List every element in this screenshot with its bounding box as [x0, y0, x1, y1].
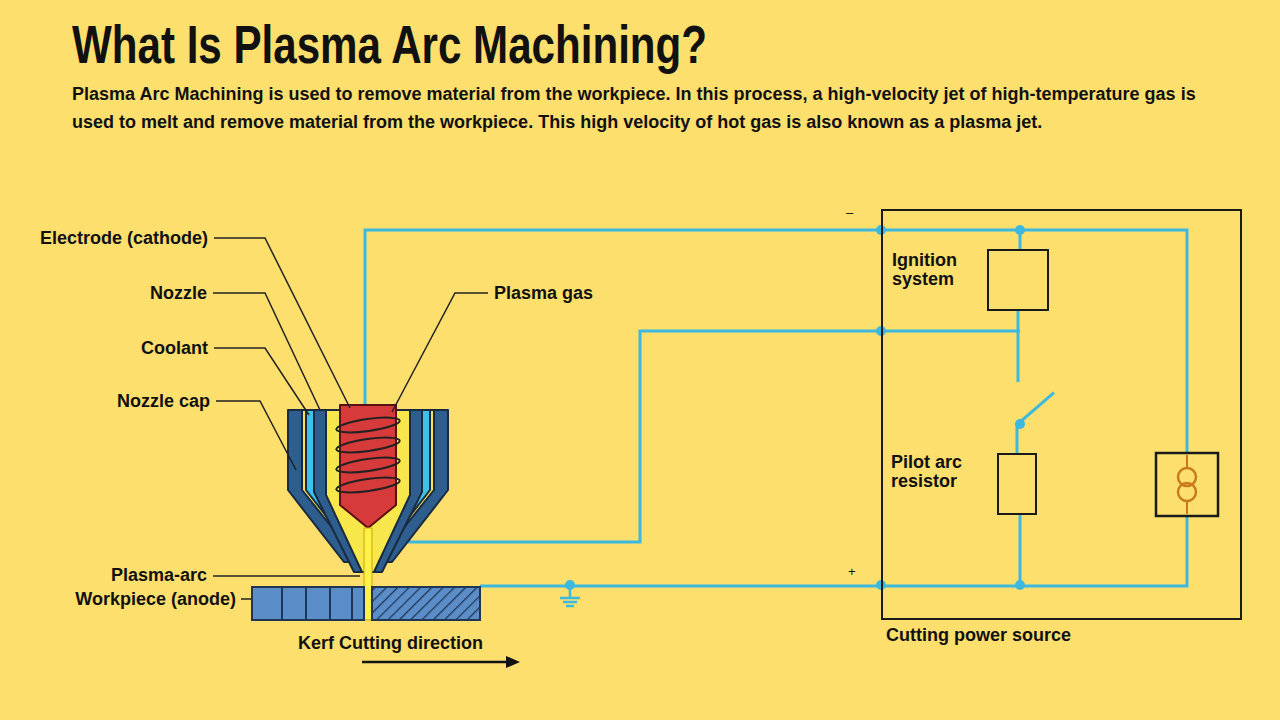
part-label: Nozzle — [150, 283, 207, 304]
direction-arrowhead — [506, 656, 520, 668]
workpiece — [252, 587, 480, 620]
leader-line — [216, 401, 296, 470]
coil-winding — [335, 475, 400, 496]
current-source-lead — [1186, 455, 1188, 468]
switch-wire — [1017, 311, 1054, 453]
component-label: Pilot arc resistor — [891, 453, 987, 491]
part-label: Workpiece (anode) — [75, 589, 236, 610]
workpiece-segment — [329, 587, 331, 620]
workpiece-uncut — [252, 587, 364, 620]
ground-bar — [563, 601, 577, 604]
workpiece-segment — [281, 587, 283, 620]
current-source-box — [1156, 453, 1218, 516]
workpiece-segment — [351, 587, 353, 620]
resistor-return-wire — [1019, 515, 1022, 585]
junction-dot — [1015, 225, 1025, 235]
current-source-lead — [1186, 501, 1188, 514]
junction-dots — [565, 225, 1025, 590]
coil-winding — [335, 455, 400, 476]
leader-line — [213, 575, 360, 577]
junction-dot — [565, 580, 575, 590]
wires — [365, 230, 1187, 586]
part-label: Plasma gas — [494, 283, 593, 304]
part-label: Electrode (cathode) — [40, 228, 208, 249]
leader-line — [214, 238, 350, 408]
coil-winding — [335, 435, 400, 456]
leader-line — [392, 293, 488, 412]
ground-bar — [566, 605, 574, 608]
direction-label: Kerf Cutting direction — [298, 633, 483, 654]
anode-wire — [480, 516, 1187, 586]
polarity-sign: – — [846, 202, 853, 223]
nozzle-wire — [385, 331, 1020, 542]
cathode-wire — [365, 230, 1187, 453]
page-title: What Is Plasma Arc Machining? — [72, 12, 707, 76]
current-source-symbol — [1178, 483, 1196, 501]
ground-bar — [560, 597, 580, 600]
workpiece-segment — [305, 587, 307, 620]
electrode-coil — [335, 415, 400, 496]
direction-arrow — [362, 661, 508, 664]
workpiece-cut — [372, 587, 480, 620]
resistor-symbol: Pilot arc resistor — [997, 453, 1037, 515]
ignition-box: Ignition system — [987, 249, 1049, 311]
coil-winding — [335, 415, 400, 436]
unit-heading: Cutting power source — [886, 626, 1071, 645]
power-source-box: Cutting power sourceIgnition systemPilot… — [881, 209, 1242, 620]
leader-line — [241, 598, 251, 600]
plasma-arc-jet — [364, 528, 372, 620]
part-label: Plasma-arc — [111, 565, 207, 586]
junction-dot — [1015, 580, 1025, 590]
part-label: Nozzle cap — [117, 391, 210, 412]
caption: Plasma Arc Machining is used to remove m… — [72, 80, 1212, 136]
component-label: Ignition system — [892, 251, 980, 289]
leader-lines — [213, 238, 488, 599]
part-label: Coolant — [141, 338, 208, 359]
polarity-sign: + — [848, 561, 856, 582]
